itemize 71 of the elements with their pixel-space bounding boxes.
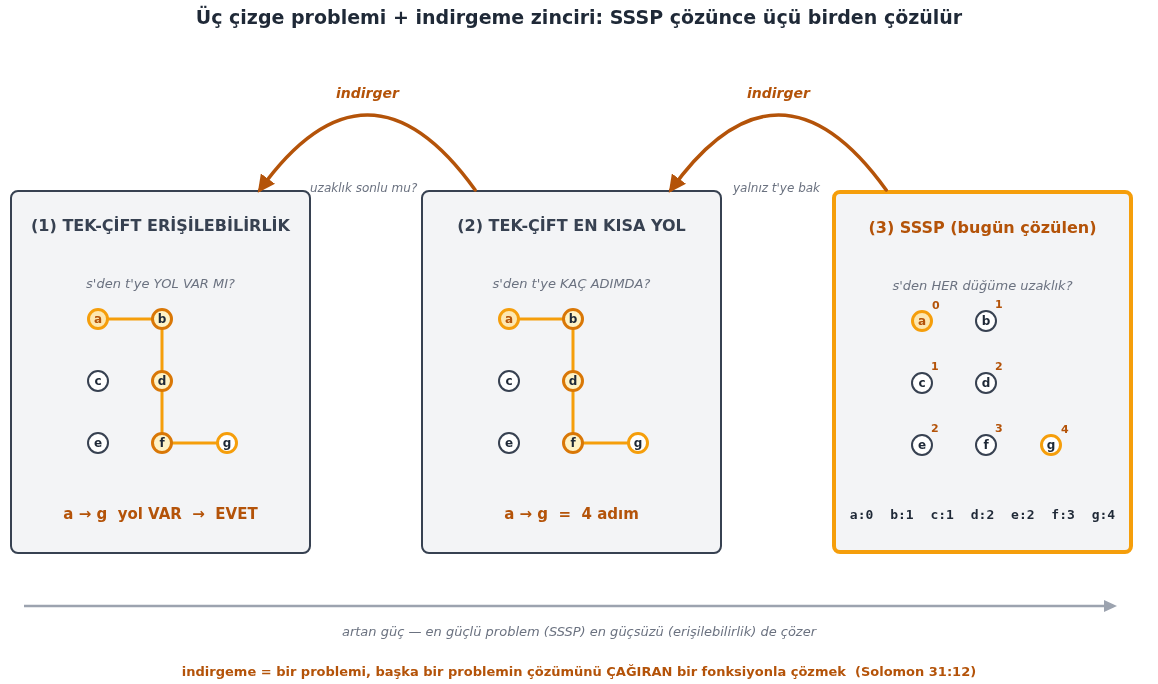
distance-list: a:0 b:1 c:1 d:2 e:2 f:3 g:4	[842, 507, 1123, 522]
vertex-label: g	[1046, 439, 1056, 451]
edge-label: indirger	[747, 85, 810, 101]
vertex-label: b	[981, 315, 991, 327]
graph-vertex	[498, 432, 520, 454]
diagram-title: Üç çizge problemi + indirgeme zinciri: SSSP çözünce üçü birden çözülür	[194, 6, 964, 28]
distance-value: 2	[931, 422, 939, 435]
graph-vertex	[87, 432, 109, 454]
vertex-label: g	[633, 437, 643, 449]
panel-question: s'den t'ye YOL VAR MI?	[85, 276, 236, 291]
panel-title: (2) TEK-ÇİFT EN KISA YOL	[456, 216, 687, 236]
curved-arrow	[668, 113, 888, 193]
graph-vertex	[562, 308, 584, 330]
panel-question: s'den t'ye KAÇ ADIMDA?	[491, 276, 652, 291]
graph-vertex	[151, 308, 173, 330]
vertex-label: b	[157, 313, 167, 325]
graph-vertex	[562, 432, 584, 454]
vertex-label: f	[570, 437, 576, 449]
vertex-label: d	[157, 375, 167, 387]
vertex-label: g	[222, 437, 232, 449]
vertex-label: a	[93, 313, 103, 325]
panel-result: a → g = 4 adım	[503, 505, 640, 523]
problem-panel	[421, 190, 722, 554]
graph-vertex	[151, 370, 173, 392]
edge-label: indirger	[336, 85, 399, 101]
curved-arrow	[257, 113, 477, 193]
path-edge	[518, 317, 564, 321]
problem-panel	[10, 190, 311, 554]
graph-vertex	[498, 370, 520, 392]
vertex-label: f	[159, 437, 165, 449]
graph-vertex	[87, 308, 109, 330]
path-edge	[571, 328, 575, 372]
graph-vertex	[627, 432, 649, 454]
annotation-text: yalnız t'ye bak	[733, 181, 821, 195]
panel-question: s'den HER düğüme uzaklık?	[891, 278, 1074, 293]
vertex-label: d	[981, 377, 991, 389]
annotation-text: uzaklık sonlu mu?	[310, 181, 418, 195]
vertex-label: f	[983, 439, 989, 451]
path-edge	[571, 390, 575, 434]
problem-panel	[832, 190, 1133, 554]
panel-result: a → g yol VAR → EVET	[62, 505, 259, 523]
panel-title: (1) TEK-ÇİFT ERİŞİLEBİLİRLİK	[30, 216, 291, 236]
vertex-label: c	[505, 375, 513, 387]
path-edge	[107, 317, 153, 321]
vertex-label: a	[917, 315, 927, 327]
axis-caption: artan güç — en güçlü problem (SSSP) en güçsüzü (erişilebilirlik) de çözer	[341, 624, 817, 639]
distance-value: 1	[995, 298, 1003, 311]
graph-vertex	[498, 308, 520, 330]
vertex-label: b	[568, 313, 578, 325]
footer-note: indirgeme = bir problemi, başka bir problemin çözümünü ÇAĞIRAN bir fonksiyonla çözmek (Solomon 31:12)	[181, 664, 977, 679]
vertex-label: e	[93, 437, 103, 449]
distance-value: 3	[995, 422, 1003, 435]
vertex-label: a	[504, 313, 514, 325]
path-edge	[171, 441, 218, 445]
vertex-label: d	[568, 375, 578, 387]
path-edge	[160, 328, 164, 372]
graph-vertex	[151, 432, 173, 454]
vertex-label: e	[917, 439, 927, 451]
distance-value: 4	[1061, 423, 1069, 436]
path-edge	[160, 390, 164, 434]
distance-value: 0	[932, 299, 940, 312]
distance-value: 1	[931, 360, 939, 373]
vertex-label: c	[94, 375, 102, 387]
vertex-label: e	[504, 437, 514, 449]
vertex-label: c	[918, 377, 926, 389]
path-edge	[582, 441, 629, 445]
distance-value: 2	[995, 360, 1003, 373]
graph-vertex	[216, 432, 238, 454]
graph-vertex	[562, 370, 584, 392]
graph-vertex	[87, 370, 109, 392]
panel-title: (3) SSSP (bugün çözülen)	[867, 218, 1098, 238]
